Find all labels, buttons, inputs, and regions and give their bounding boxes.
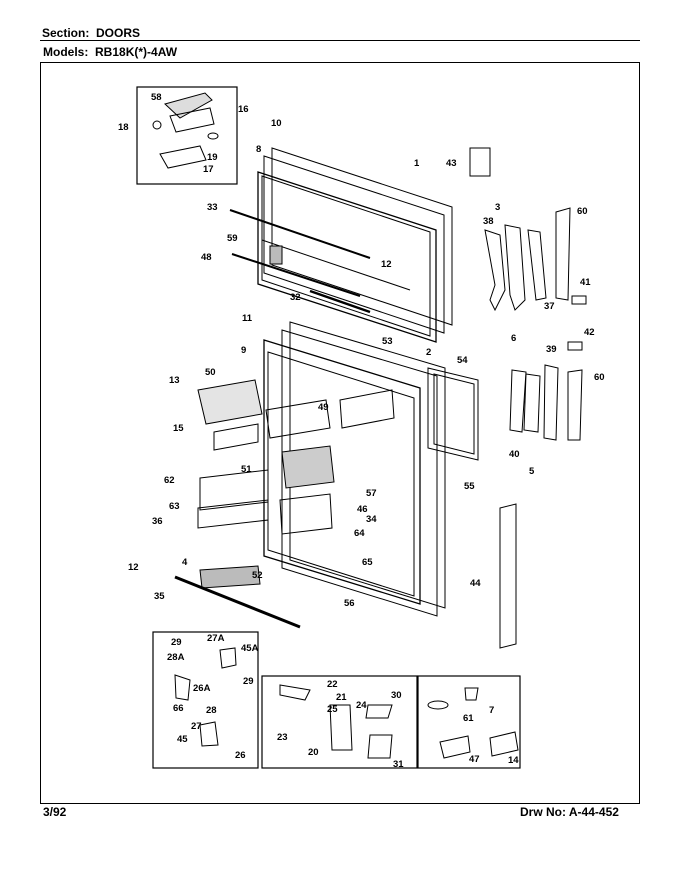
part-number-label: 66 [173,703,184,714]
part-number-label: 30 [391,690,402,701]
section-heading: Section: DOORS [42,26,140,40]
part-number-label: 24 [356,700,367,711]
part-number-label: 23 [277,732,288,743]
part-number-label: 10 [271,118,282,129]
hinge-bracket-drawing [152,92,219,169]
part-number-label: 43 [446,158,457,169]
diagram-frame [40,62,640,804]
part-number-label: 22 [327,679,338,690]
part-number-label: 45A [241,643,259,654]
part-number-label: 36 [152,516,163,527]
part-number-label: 2 [426,347,431,358]
part-number-label: 31 [393,759,404,770]
part-number-label: 46 [357,504,368,515]
part-number-label: 62 [164,475,175,486]
part-number-label: 63 [169,501,180,512]
part-number-label: 28 [206,705,217,716]
part-number-label: 44 [470,578,481,589]
part-number-label: 47 [469,754,480,765]
inset-box-bottom-left [152,631,259,769]
part-number-label: 53 [382,336,393,347]
models-heading: Models: RB18K(*)-4AW [43,45,177,59]
part-number-label: 27 [191,721,202,732]
part-number-label: 9 [241,345,246,356]
inset-box-bottom-right [417,675,521,769]
freezer-door-drawing [229,147,453,343]
part-number-label: 25 [327,704,338,715]
part-number-label: 55 [464,481,475,492]
hinge-straps-drawing [469,147,587,649]
part-number-label: 7 [489,705,494,716]
top-rule [40,40,640,41]
part-number-label: 54 [457,355,468,366]
part-number-label: 26 [235,750,246,761]
part-number-label: 12 [128,562,139,573]
part-number-label: 59 [227,233,238,244]
fresh-food-door-drawing [174,321,479,629]
inset-box-top-left [136,86,238,185]
part-number-label: 42 [584,327,595,338]
part-number-label: 39 [546,344,557,355]
part-number-label: 14 [508,755,519,766]
part-number-label: 18 [118,122,129,133]
models-value: RB18K(*)-4AW [95,45,178,59]
small-parts-drawing [174,647,519,759]
part-number-label: 60 [577,206,588,217]
part-number-label: 5 [529,466,535,477]
part-number-label: 40 [509,449,520,460]
part-number-label: 49 [318,402,329,413]
part-number-label: 60 [594,372,605,383]
models-label: Models: [43,45,89,59]
part-number-label: 38 [483,216,494,227]
part-number-label: 13 [169,375,180,386]
revision-date: 3/92 [43,805,67,819]
part-number-label: 4 [182,557,188,568]
part-number-label: 51 [241,464,252,475]
part-number-label: 17 [203,164,214,175]
part-number-label: 6 [511,333,516,344]
part-number-label: 20 [308,747,319,758]
drawing-number: Drw No: A-44-452 [520,805,619,819]
part-number-label: 35 [154,591,165,602]
section-value: DOORS [96,26,141,40]
part-number-label: 64 [354,528,365,539]
part-number-label: 27A [207,633,225,644]
part-number-label: 3 [495,202,500,213]
part-number-label: 61 [463,713,474,724]
part-number-label: 32 [290,292,301,303]
part-number-label: 50 [205,367,216,378]
part-number-label: 33 [207,202,218,213]
part-number-label: 29 [243,676,254,687]
part-number-label: 45 [177,734,188,745]
part-number-label: 26A [193,683,211,694]
part-number-label: 12 [381,259,392,270]
part-number-label: 56 [344,598,355,609]
section-label: Section: [42,26,90,40]
part-number-label: 65 [362,557,373,568]
part-number-label: 58 [151,92,162,103]
part-number-label: 37 [544,301,555,312]
part-number-label: 15 [173,423,184,434]
part-number-label: 21 [336,692,347,703]
part-number-label: 11 [242,313,253,324]
inset-box-bottom-center [261,675,418,769]
part-number-label: 34 [366,514,377,525]
part-number-label: 41 [580,277,591,288]
part-number-label: 29 [171,637,182,648]
part-number-label: 1 [414,158,420,169]
part-number-label: 16 [238,104,249,115]
part-number-label: 52 [252,570,263,581]
part-number-label: 19 [207,152,218,163]
part-number-label: 57 [366,488,377,499]
part-number-label: 28A [167,652,185,663]
part-number-label: 8 [256,144,261,155]
part-number-label: 48 [201,252,212,263]
